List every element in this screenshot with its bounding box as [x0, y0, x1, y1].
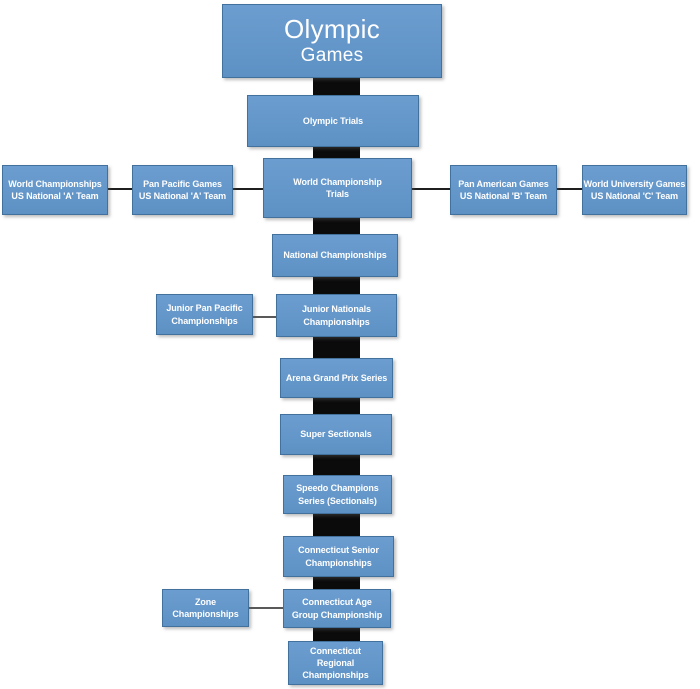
- node-label: Arena Grand Prix Series: [285, 372, 388, 383]
- connector-line: [249, 607, 283, 609]
- node-label: National Championships: [283, 250, 387, 261]
- node-arena-grand-prix: Arena Grand Prix Series: [280, 358, 393, 398]
- node-label: US National 'B' Team: [459, 191, 548, 201]
- node-olympic-games: Olympic Games: [222, 4, 442, 78]
- node-label: Connecticut Age: [302, 597, 372, 608]
- node-label: Super Sectionals: [300, 429, 372, 440]
- node-label: US National 'A' Team: [11, 191, 99, 201]
- node-label: Games: [300, 45, 364, 67]
- node-world-championships: World Championships US National 'A' Team: [2, 165, 108, 215]
- node-speedo-champions: Speedo Champions Series (Sectionals): [283, 475, 392, 514]
- node-label: Pan American Games: [458, 178, 549, 189]
- node-connecticut-age-group: Connecticut Age Group Championship: [283, 589, 391, 628]
- node-label: Junior Pan Pacific: [166, 303, 243, 314]
- node-zone-championships: Zone Championships: [162, 589, 249, 627]
- node-connecticut-senior: Connecticut Senior Championships: [283, 536, 394, 577]
- node-label: Championships: [171, 315, 238, 326]
- node-world-championship-trials: World Championship Trials: [263, 158, 412, 218]
- node-label: World Championships: [8, 178, 102, 189]
- node-label: Olympic: [284, 14, 380, 45]
- node-label: Junior Nationals: [302, 304, 371, 315]
- node-label: US National 'A' Team: [138, 191, 227, 201]
- node-label: Zone: [194, 596, 217, 607]
- node-connecticut-regional: Connecticut Regional Championships: [288, 641, 383, 685]
- node-olympic-trials: Olympic Trials: [247, 95, 419, 147]
- node-label: Pan Pacific Games: [143, 178, 222, 189]
- node-label: Connecticut: [310, 645, 361, 656]
- node-label: Championships: [172, 609, 239, 619]
- node-label: Connecticut Senior: [298, 545, 379, 556]
- node-label: Olympic Trials: [302, 115, 364, 126]
- connector-line: [412, 188, 450, 190]
- node-label: US National 'C' Team: [590, 191, 679, 201]
- node-world-university-games: World University Games US National 'C' T…: [582, 165, 687, 215]
- connector-line: [108, 188, 132, 190]
- node-super-sectionals: Super Sectionals: [280, 414, 392, 455]
- connector-line: [233, 188, 263, 190]
- node-label: Trials: [326, 189, 349, 199]
- node-pan-pacific-games: Pan Pacific Games US National 'A' Team: [132, 165, 233, 215]
- node-label: Championships: [302, 670, 369, 681]
- connector-line: [557, 188, 582, 190]
- node-pan-american-games: Pan American Games US National 'B' Team: [450, 165, 557, 215]
- node-label: Regional: [316, 657, 355, 668]
- node-label: Championships: [303, 316, 370, 327]
- node-junior-pan-pacific: Junior Pan Pacific Championships: [156, 294, 253, 335]
- node-label: Group Championship: [291, 609, 383, 620]
- node-national-championships: National Championships: [272, 234, 398, 277]
- node-label: World Championship: [293, 176, 382, 187]
- node-label: World University Games: [583, 178, 686, 189]
- node-label: Championships: [305, 557, 372, 568]
- connector-line: [253, 316, 276, 318]
- node-junior-nationals: Junior Nationals Championships: [276, 294, 397, 337]
- node-label: Series (Sectionals): [298, 495, 377, 506]
- node-label: Speedo Champions: [296, 483, 379, 494]
